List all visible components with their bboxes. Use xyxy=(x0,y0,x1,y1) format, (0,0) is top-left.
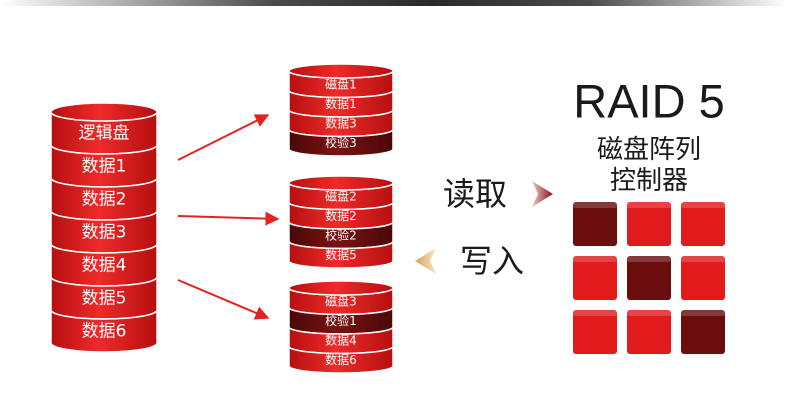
logical-disk-segment-5: 数据5 xyxy=(50,276,158,320)
grid-cell-face xyxy=(627,310,671,354)
grid-cell-face xyxy=(627,202,671,246)
grid-cell-2-2 xyxy=(627,256,671,300)
physical-disk-2-block-2-label: 校验2 xyxy=(325,228,357,243)
controller-grid xyxy=(573,202,725,354)
physical-disk-1-block-3: 校验3 xyxy=(288,129,394,157)
physical-disk-1-block-3-body xyxy=(288,129,394,157)
logical-disk-header-label: 逻辑盘 xyxy=(79,123,130,143)
grid-cell-highlight xyxy=(627,202,671,208)
physical-disk-3-block-2-label: 数据4 xyxy=(325,333,357,348)
grid-cell-1-2 xyxy=(627,202,671,246)
logical-disk-segment-6-body xyxy=(50,309,158,353)
physical-disk-3-block-3-body xyxy=(288,346,394,374)
write-label: 写入 xyxy=(460,242,524,280)
grid-cell-3-1 xyxy=(573,310,617,354)
grid-cell-2-3 xyxy=(681,256,725,300)
physical-disk-2-header-cap xyxy=(288,175,394,191)
grid-cell-face xyxy=(681,310,725,354)
grid-cell-3-3 xyxy=(681,310,725,354)
grid-cell-1-1 xyxy=(573,202,617,246)
read-label: 读取 xyxy=(443,175,507,213)
read-indicator: 读取 xyxy=(443,175,553,213)
controller-subtitle-line1: 磁盘阵列 xyxy=(597,135,701,165)
logical-disk-segment-4-label: 数据4 xyxy=(82,255,127,275)
physical-disk-2-block-3-body xyxy=(288,241,394,269)
logical-disk-segment-2-label: 数据2 xyxy=(82,189,127,209)
logical-disk-segment-6-label: 数据6 xyxy=(82,321,127,341)
top-rule xyxy=(0,0,786,6)
grid-cell-face xyxy=(573,256,617,300)
write-arrow-icon xyxy=(415,248,436,274)
arrow-to-disk1 xyxy=(177,114,270,161)
grid-cell-highlight xyxy=(627,310,671,316)
grid-cell-highlight xyxy=(681,310,725,316)
physical-disks: 磁盘1 数据1 数据3 校验3 磁盘2 数据2 校验2 数据5 磁盘3 校验1 数据4 数据6 xyxy=(288,63,394,374)
logical-disk-segment-3-label: 数据3 xyxy=(82,222,127,242)
logical-disk-segment-1-label: 数据1 xyxy=(82,156,127,176)
physical-disk-2: 磁盘2 数据2 校验2 数据5 xyxy=(288,175,394,269)
logical-disk-header-cap xyxy=(50,102,158,122)
grid-cell-face xyxy=(681,202,725,246)
grid-cell-face xyxy=(681,256,725,300)
physical-disk-2-block-3: 数据5 xyxy=(288,241,394,269)
logical-disk-segment-2: 数据2 xyxy=(50,177,158,221)
physical-disk-2-block-1-label: 数据2 xyxy=(325,208,357,223)
logical-disk-segment-5-label: 数据5 xyxy=(82,288,127,308)
logical-disk-header: 逻辑盘 xyxy=(50,102,158,155)
physical-disk-1-block-1-label: 数据1 xyxy=(325,96,357,111)
connector-arrows xyxy=(177,114,280,320)
logical-disk-segment-6: 数据6 xyxy=(50,309,158,353)
read-arrow-icon xyxy=(532,181,553,207)
grid-cell-highlight xyxy=(627,256,671,262)
physical-disk-2-header: 磁盘2 xyxy=(288,175,394,211)
grid-cell-highlight xyxy=(681,256,725,262)
physical-disk-1-block-2-label: 数据3 xyxy=(325,116,357,131)
grid-cell-2-1 xyxy=(573,256,617,300)
grid-cell-1-3 xyxy=(681,202,725,246)
physical-disk-1-header-cap xyxy=(288,63,394,79)
grid-cell-3-2 xyxy=(627,310,671,354)
controller-title: RAID 5 xyxy=(573,75,725,128)
grid-cell-highlight xyxy=(573,310,617,316)
physical-disk-3: 磁盘3 校验1 数据4 数据6 xyxy=(288,280,394,374)
grid-cell-highlight xyxy=(573,202,617,208)
physical-disk-2-block-3-label: 数据5 xyxy=(325,247,357,262)
physical-disk-3-block-3-label: 数据6 xyxy=(325,352,357,367)
physical-disk-1-header: 磁盘1 xyxy=(288,63,394,99)
physical-disk-3-header: 磁盘3 xyxy=(288,280,394,316)
physical-disk-1: 磁盘1 数据1 数据3 校验3 xyxy=(288,63,394,157)
grid-cell-highlight xyxy=(573,256,617,262)
controller-subtitle-line2: 控制器 xyxy=(610,166,688,196)
physical-disk-1-header-label: 磁盘1 xyxy=(325,77,357,92)
grid-cell-face xyxy=(573,202,617,246)
physical-disk-3-block-1-label: 校验1 xyxy=(325,313,357,328)
arrow-to-disk3 xyxy=(177,279,270,320)
physical-disk-3-header-cap xyxy=(288,280,394,296)
grid-cell-highlight xyxy=(681,202,725,208)
physical-disk-3-block-3: 数据6 xyxy=(288,346,394,374)
arrow-to-disk2 xyxy=(177,211,280,226)
write-indicator: 写入 xyxy=(415,242,524,280)
physical-disk-2-header-label: 磁盘2 xyxy=(325,189,357,204)
grid-cell-face xyxy=(573,310,617,354)
physical-disk-3-header-label: 磁盘3 xyxy=(325,294,357,309)
grid-cell-face xyxy=(627,256,671,300)
raid-controller: RAID 5 磁盘阵列 控制器 xyxy=(573,75,725,354)
physical-disk-1-block-3-label: 校验3 xyxy=(325,135,357,150)
